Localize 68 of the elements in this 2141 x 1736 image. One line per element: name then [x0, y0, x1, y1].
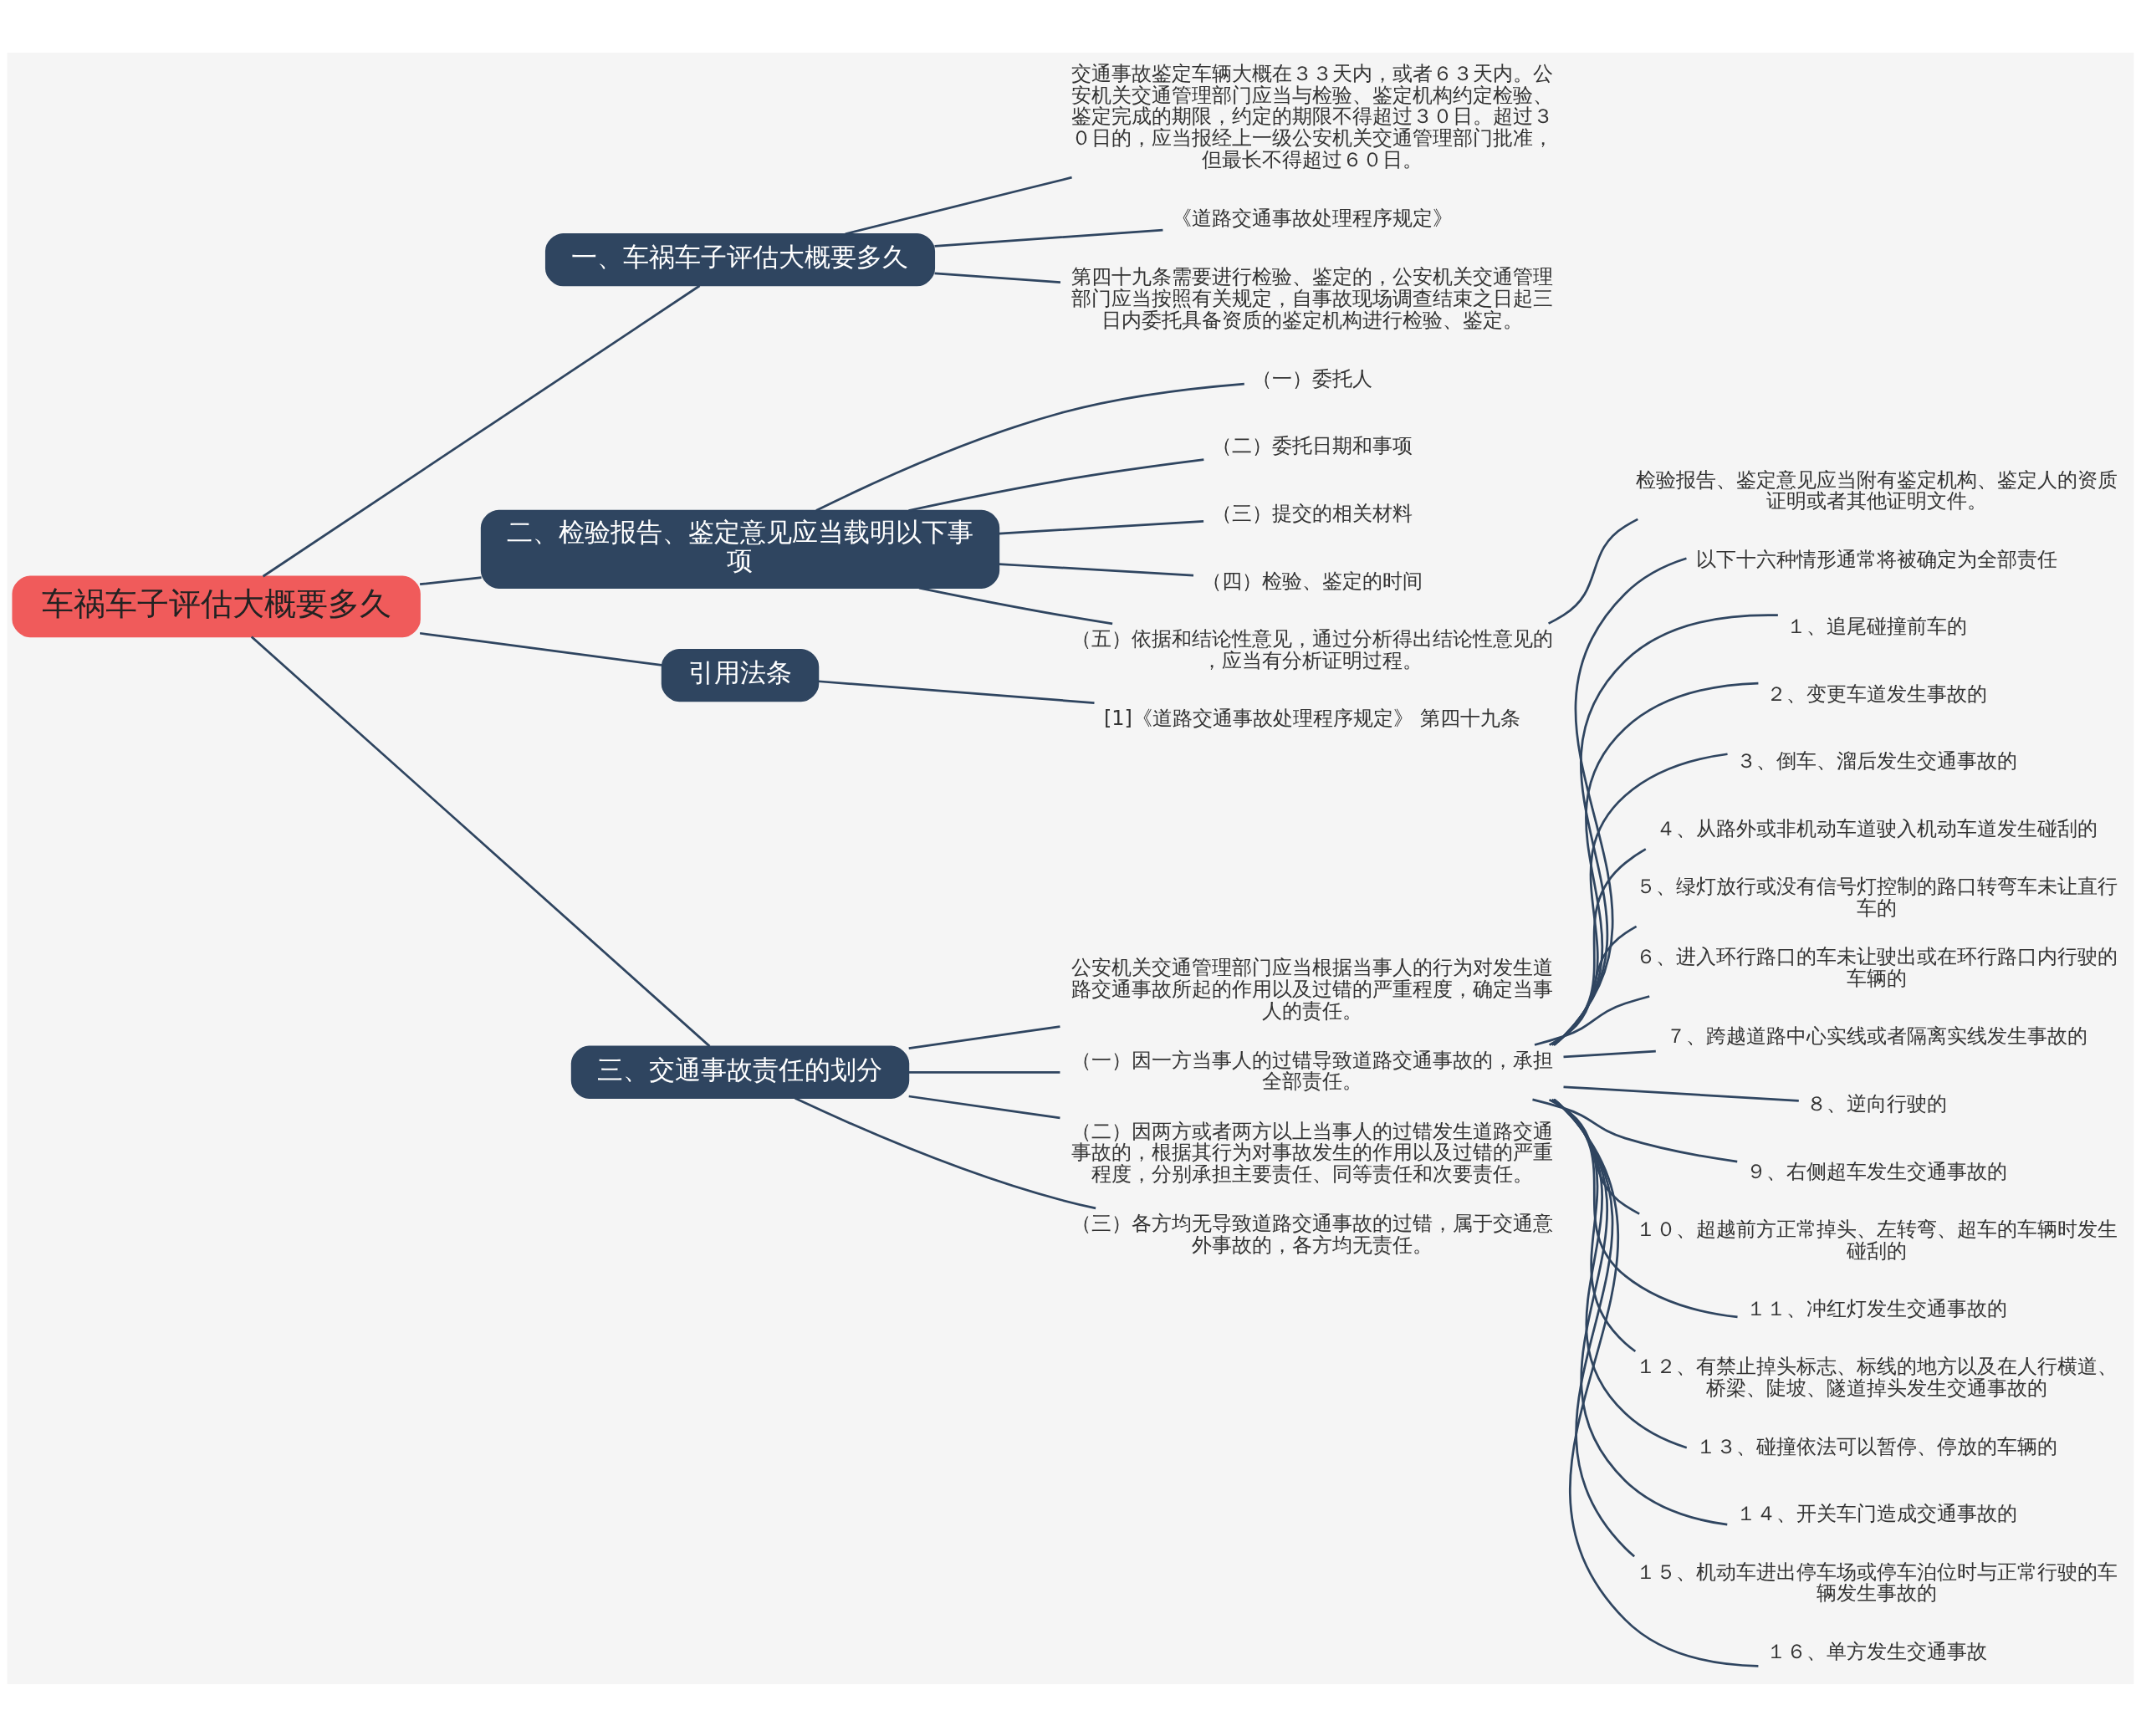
- connector: [918, 586, 1113, 625]
- node-text: [1]《道路交通事故处理程序规定》 第四十九条: [1103, 706, 1520, 730]
- connector: [1532, 1098, 1738, 1162]
- node-text: １３、碰撞依法可以暂停、停放的车辆的: [1695, 1434, 2057, 1458]
- connector: [1563, 1049, 1656, 1058]
- node-text: １０、超越前方正常掉头、左转弯、超车的车辆时发生碰刮的: [1635, 1217, 2118, 1263]
- connector: [908, 457, 1204, 512]
- node-text: 第四十九条需要进行检验、鉴定的，公安机关交通管理部门应当按照有关规定，自事故现场调查结束之日起三日内委托具备资质的鉴定机构进行检验、鉴定。: [1070, 264, 1553, 332]
- connector: [1548, 925, 1638, 1046]
- node-text: １、追尾碰撞前车的: [1786, 614, 1967, 638]
- node-text: １６、单方发生交通事故: [1765, 1639, 1987, 1663]
- node-text: ９、右侧超车发生交通事故的: [1745, 1159, 2007, 1183]
- node-text: （三）各方均无导致道路交通事故的过错，属于交通意外事故的，各方均无责任。: [1070, 1211, 1553, 1257]
- connector: [845, 176, 1072, 235]
- connector: [999, 519, 1204, 535]
- node-text: ６、进入环行路口的车未让驶出或在环行路口内行驶的车辆的: [1635, 944, 2118, 990]
- node-text: 以下十六种情形通常将被确定为全部责任: [1695, 547, 2057, 571]
- node-box: 一、车祸车子评估大概要多久: [544, 232, 936, 286]
- node-text: ３、倒车、溜后发生交通事故的: [1735, 748, 2017, 773]
- node-box: 车祸车子评估大概要多久: [12, 575, 421, 637]
- connector: [1553, 1098, 1728, 1525]
- connector: [908, 1070, 1060, 1074]
- node-text: 检验报告、鉴定意见应当附有鉴定机构、鉴定人的资质证明或者其他证明文件。: [1635, 467, 2118, 513]
- node-text: １２、有禁止掉头标志、标线的地方以及在人行横道、桥梁、陡坡、隧道掉头发生交通事故的: [1635, 1354, 2118, 1400]
- connector: [1552, 1098, 1688, 1449]
- connector: [794, 1096, 1096, 1209]
- connector: [1534, 994, 1650, 1046]
- node-text: ２、变更车道发生事故的: [1765, 682, 1987, 706]
- node-text: １１、冲红灯发生交通事故的: [1745, 1296, 2007, 1320]
- node-text: （一）委托人: [1251, 366, 1372, 391]
- connector: [250, 635, 711, 1047]
- connector: [815, 382, 1244, 512]
- connector: [1553, 613, 1778, 1045]
- node-text: 公安机关交通管理部门应当根据当事人的行为对发生道路交通事故所起的作用以及过错的严重程度，确定当事人的责任。: [1070, 955, 1553, 1023]
- connector: [1563, 1085, 1799, 1102]
- connector: [419, 575, 482, 585]
- connector: [934, 272, 1061, 283]
- connector: [1548, 1098, 1640, 1215]
- connector: [1552, 682, 1759, 1046]
- node-text: （一）因一方当事人的过错导致道路交通事故的，承担全部责任。: [1070, 1048, 1553, 1093]
- node-text: １４、开关车门造成交通事故的: [1735, 1501, 2017, 1525]
- connector: [1552, 752, 1728, 1045]
- node-box: 二、检验报告、鉴定意见应当载明以下事项: [480, 509, 1000, 589]
- connector: [1547, 518, 1638, 625]
- node-text: ４、从路外或非机动车道驶入机动车道发生碰刮的: [1655, 816, 2098, 840]
- node-text: ５、绿灯放行或没有信号灯控制的路口转弯车未让直行车的: [1635, 874, 2118, 920]
- connector: [908, 1024, 1060, 1049]
- node-box: 三、交通事故责任的划分: [570, 1045, 910, 1099]
- node-text: １５、机动车进出停车场或停车泊位时与正常行驶的车辆发生事故的: [1635, 1560, 2118, 1605]
- connector: [1553, 1098, 1759, 1667]
- connector: [934, 228, 1163, 248]
- connector: [1551, 847, 1647, 1046]
- node-box: 引用法条: [661, 648, 820, 702]
- node-text: （二）因两方或者两方以上当事人的过错发生道路交通事故的，根据其行为对事故发生的作用以及过错的严重程度，分别承担主要责任、同等责任和次要责任。: [1070, 1119, 1553, 1186]
- connector: [1551, 1098, 1738, 1318]
- node-text: ７、跨越道路中心实线或者隔离实线发生事故的: [1665, 1024, 2087, 1048]
- node-text: （五）依据和结论性意见，通过分析得出结论性意见的，应当有分析证明过程。: [1070, 626, 1553, 672]
- connector: [262, 284, 701, 577]
- connector: [999, 562, 1194, 576]
- connector: [419, 631, 662, 666]
- node-text: （三）提交的相关材料: [1211, 501, 1413, 525]
- node-text: 交通事故鉴定车辆大概在３３天内，或者６３天内。公安机关交通管理部门应当与检验、鉴定机构约定检验、鉴定完成的期限，约定的期限不得超过３０日。超过３０日的，应当报经上一级公安机关交通管理部门批准，但最长不得超过６０日。: [1070, 61, 1553, 171]
- node-text: 《道路交通事故处理程序规定》: [1171, 206, 1453, 230]
- node-text: ８、逆向行驶的: [1806, 1091, 1947, 1116]
- connector: [908, 1095, 1060, 1119]
- connector: [818, 679, 1095, 704]
- node-text: （二）委托日期和事项: [1211, 433, 1413, 457]
- node-text: （四）检验、鉴定的时间: [1201, 569, 1423, 593]
